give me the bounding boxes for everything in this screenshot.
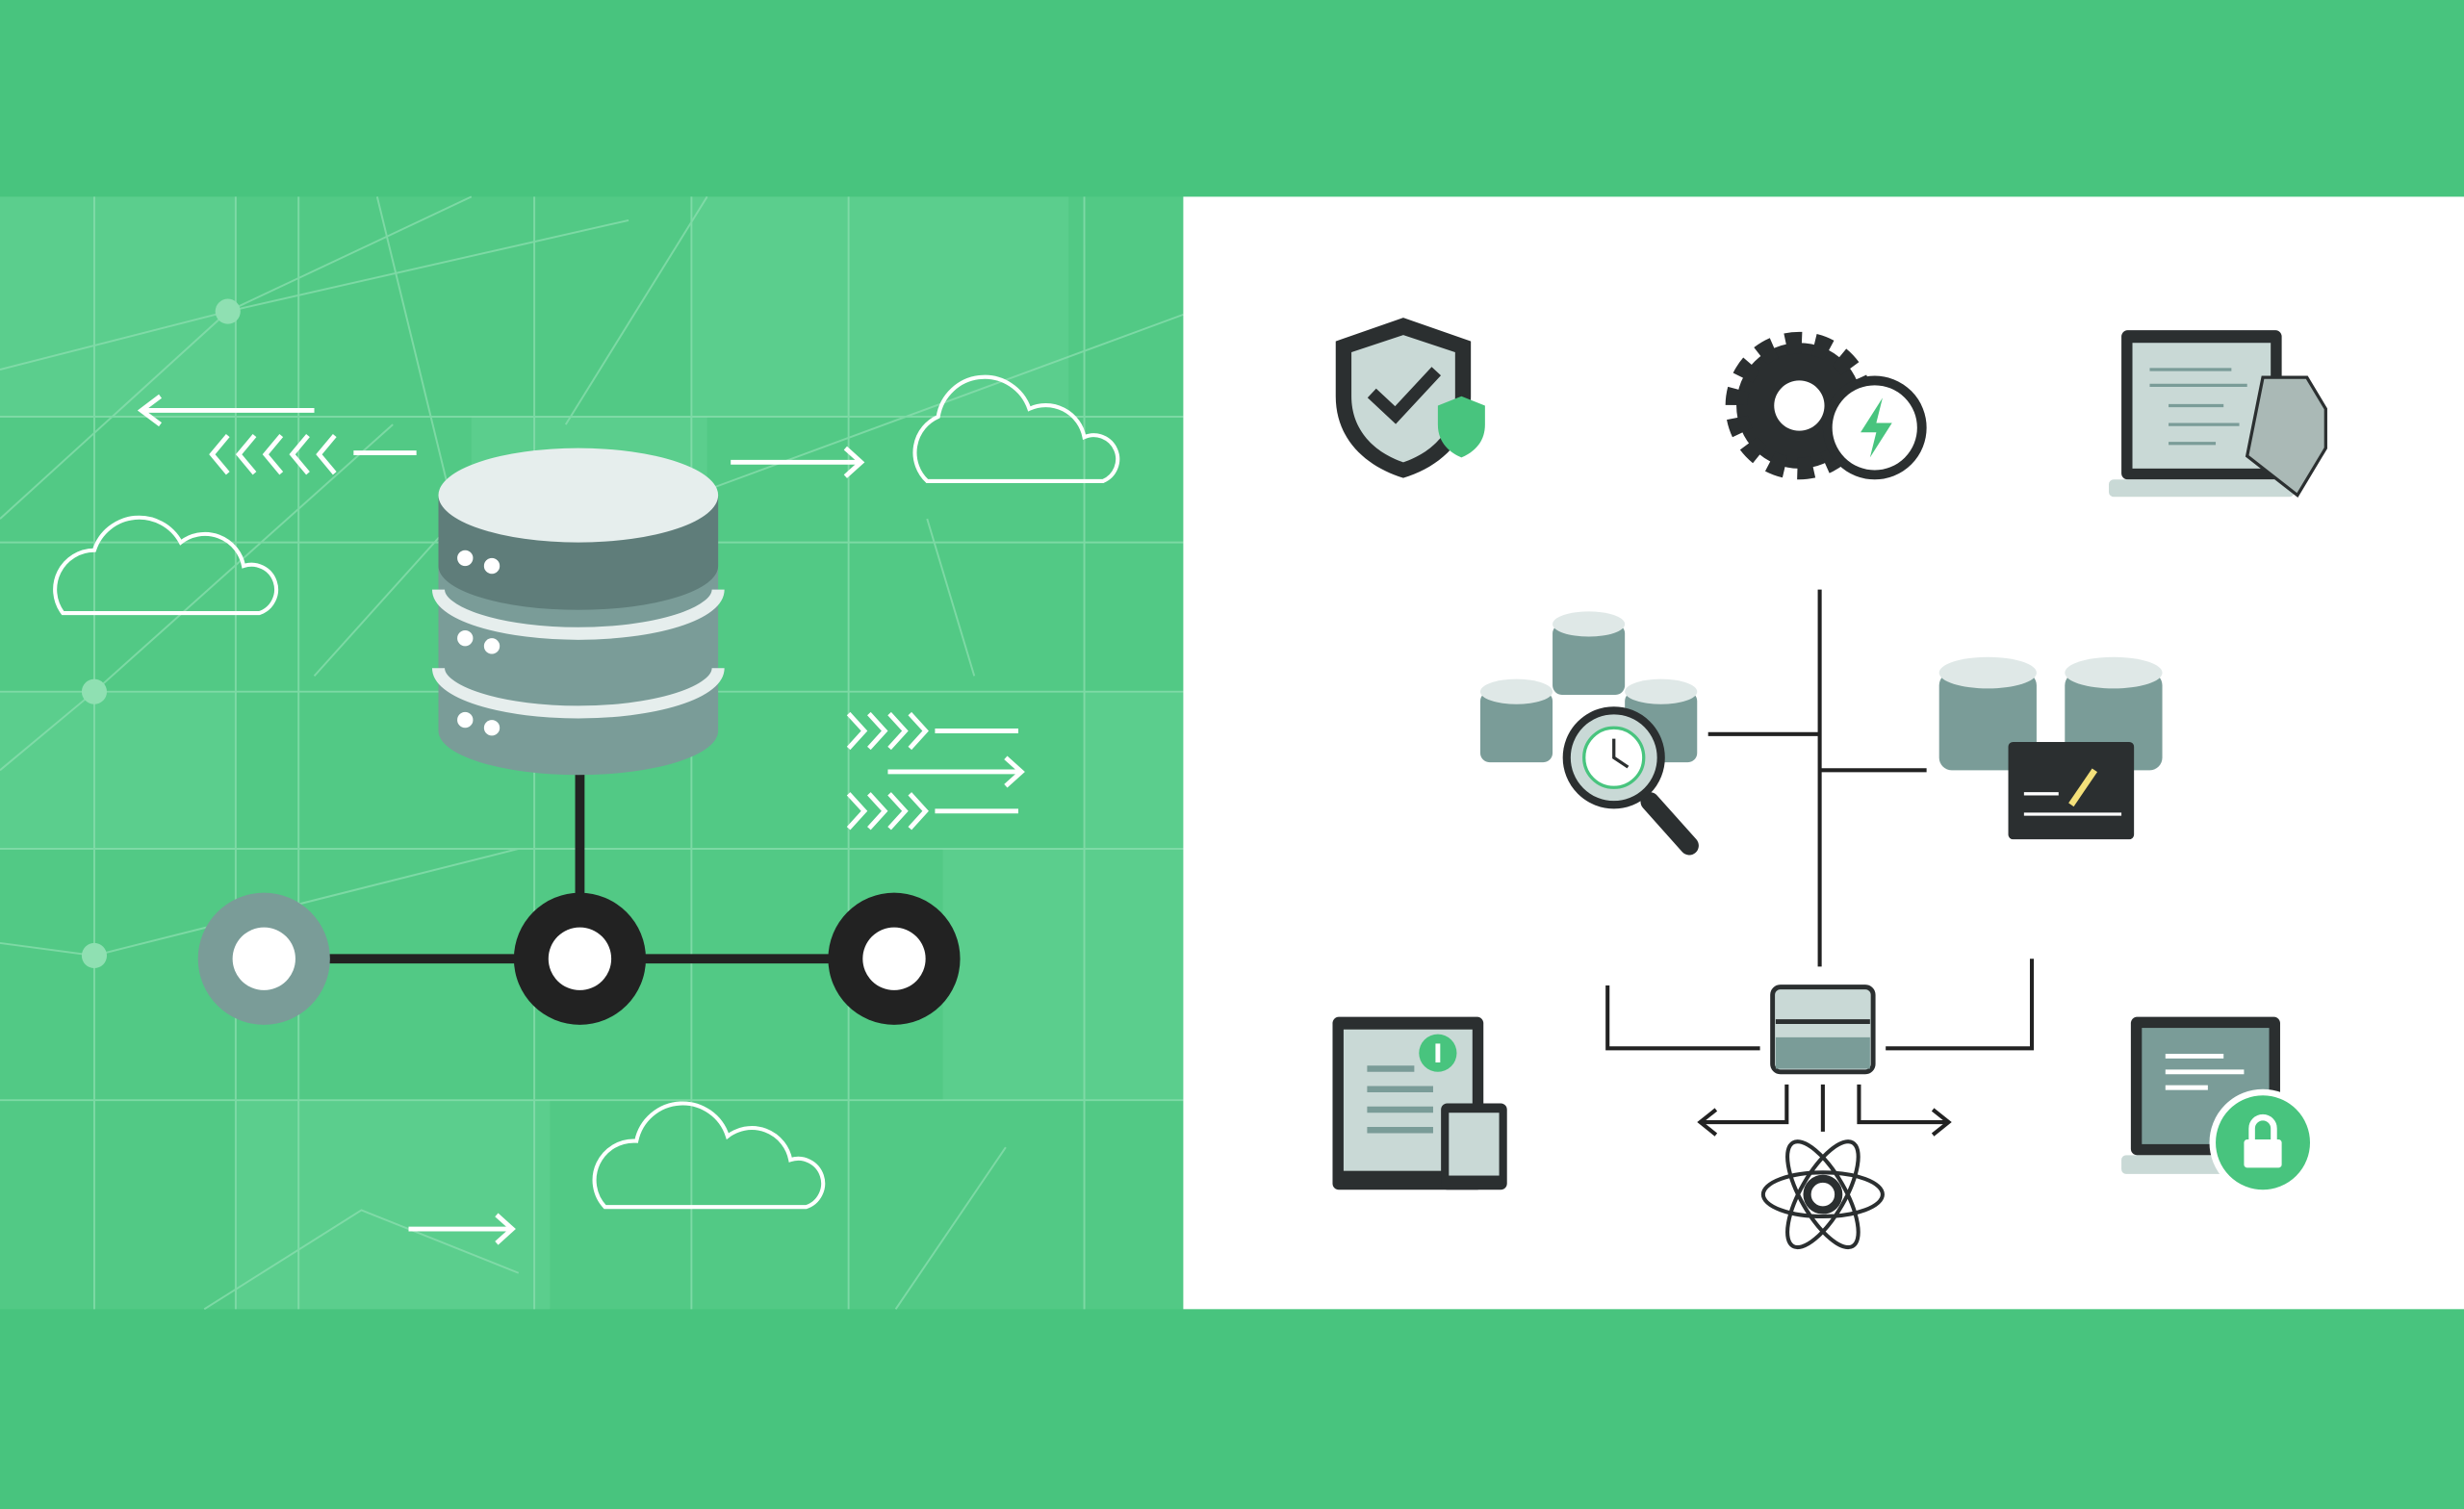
tablet-document-icon xyxy=(1332,1016,1507,1190)
gear-lightning-icon xyxy=(1725,331,1927,480)
database-search-icon xyxy=(1479,611,1699,856)
chevrons-icon xyxy=(209,434,929,831)
arrow-icon xyxy=(137,394,1025,1245)
database-icon xyxy=(431,448,725,896)
database-gauge-icon xyxy=(1938,656,2163,840)
network-node-icon xyxy=(197,892,961,1025)
cloud-icon xyxy=(53,515,279,616)
laptop-code-icon xyxy=(2109,330,2327,499)
connector-lines xyxy=(1605,589,2035,1137)
laptop-lock-icon xyxy=(2121,1016,2317,1196)
cloud-icon xyxy=(912,374,1120,483)
shield-check-icon xyxy=(1335,318,1485,478)
router-atom-icon xyxy=(1760,985,1885,1250)
cloud-icon xyxy=(592,1101,826,1210)
